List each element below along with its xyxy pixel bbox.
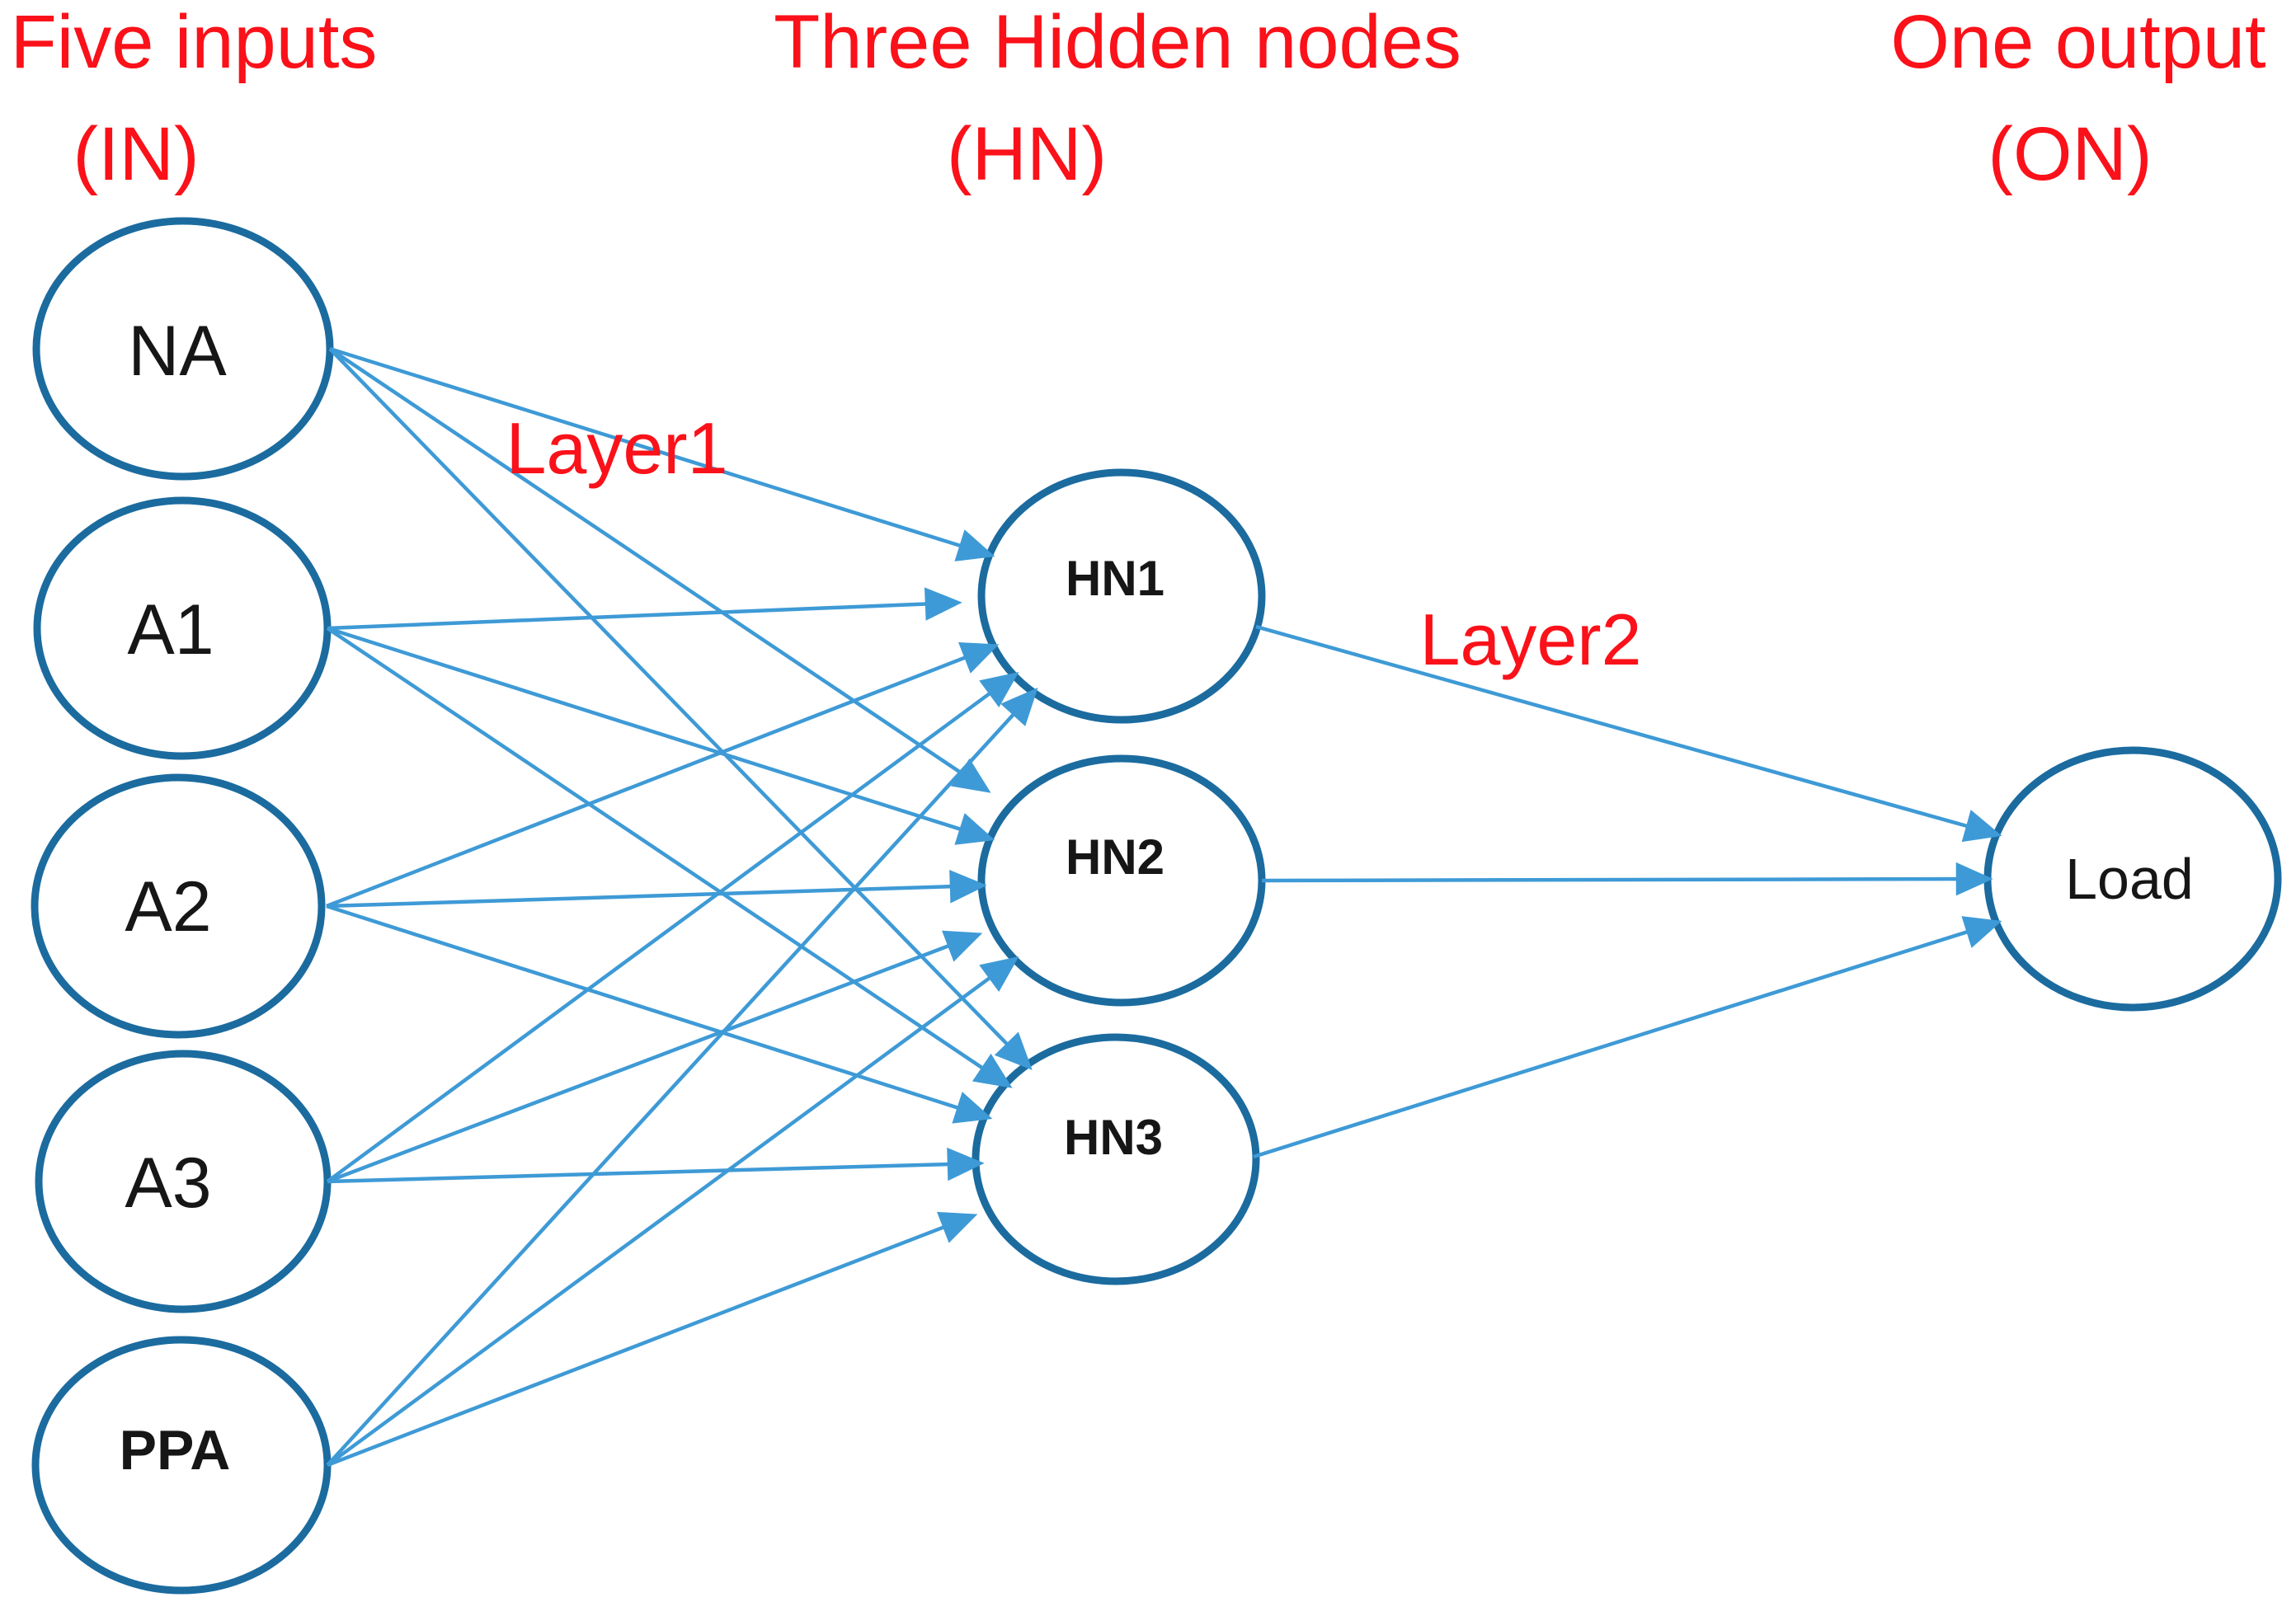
edge-a2-hn2 — [326, 869, 987, 909]
edge-na-hn1 — [329, 346, 995, 561]
edge-ppa-hn2 — [326, 956, 1019, 1467]
edge-a1-hn3 — [326, 627, 1013, 1088]
hidden-node-hn1-label: HN1 — [1066, 551, 1164, 606]
edge-hn1-load — [1255, 624, 2002, 843]
edge-ppa-hn3 — [327, 1211, 978, 1468]
inputs-header-line2: (IN) — [73, 112, 199, 196]
hidden-header-line2: (HN) — [947, 112, 1107, 196]
output-node-load-label: Load — [2065, 847, 2194, 911]
edge-na-hn3 — [328, 347, 1033, 1070]
edge-a3-hn3 — [327, 1147, 985, 1184]
hidden-node-hn2-label: HN2 — [1066, 829, 1164, 885]
edge-hn3-load — [1253, 916, 2002, 1159]
edge-na-hn2 — [328, 347, 991, 793]
layer2-edges — [1253, 624, 2002, 1159]
input-node-a2 — [31, 773, 326, 1039]
input-node-a3-label: A3 — [125, 1144, 211, 1223]
output-header-line2: (ON) — [1988, 112, 2152, 196]
input-node-na-label: NA — [128, 312, 227, 391]
edge-a3-hn1 — [326, 671, 1019, 1183]
column-headers: Five inputs (IN) Three Hidden nodes (HN)… — [11, 0, 2266, 196]
output-header-line1: One output — [1890, 0, 2265, 84]
edge-a1-hn1 — [327, 587, 962, 631]
node-labels: NA A1 A2 A3 PPA HN1 HN2 HN3 Load — [120, 312, 2194, 1482]
hidden-node-hn1 — [977, 468, 1266, 724]
edge-a3-hn2 — [327, 930, 983, 1184]
layer2-label: Layer2 — [1419, 599, 1641, 680]
input-node-ppa-label: PPA — [120, 1419, 231, 1482]
hidden-header-line1: Three Hidden nodes — [774, 0, 1461, 84]
hidden-node-hn3-label: HN3 — [1064, 1110, 1163, 1165]
edge-a2-hn3 — [326, 904, 993, 1124]
edge-hn2-load — [1261, 862, 1993, 896]
input-node-a1-label: A1 — [127, 590, 214, 669]
layer1-edges — [326, 346, 1038, 1468]
inputs-header-line1: Five inputs — [11, 0, 378, 84]
edge-ppa-hn1 — [326, 688, 1038, 1467]
layer1-label: Layer1 — [506, 407, 727, 489]
edge-a1-hn2 — [327, 626, 995, 845]
edge-a2-hn1 — [326, 642, 1000, 909]
input-node-a2-label: A2 — [125, 867, 211, 947]
